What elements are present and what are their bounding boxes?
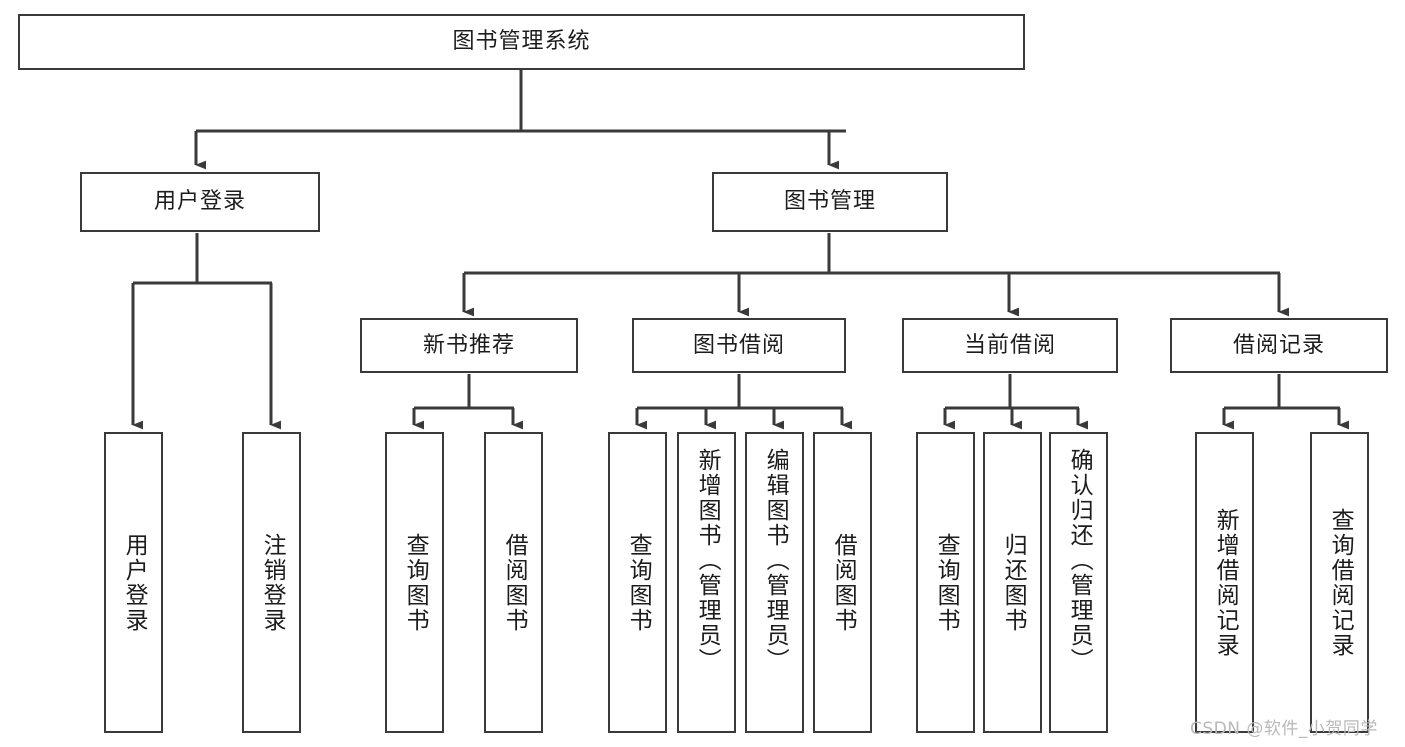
- leaf-book-borrow-edit-book-admin[interactable]: 编辑图书（管理员）: [745, 432, 804, 733]
- node-book-borrow[interactable]: 图书借阅: [632, 318, 846, 373]
- node-user-login[interactable]: 用户登录: [80, 172, 320, 232]
- leaf-user-login-login[interactable]: 用户登录: [104, 432, 163, 733]
- node-label: 当前借阅: [963, 332, 1056, 358]
- leaf-new-book-borrow-book[interactable]: 借阅图书: [484, 432, 543, 733]
- node-borrow-record[interactable]: 借阅记录: [1170, 318, 1388, 373]
- node-label: 新增图书（管理员）: [694, 448, 721, 673]
- leaf-book-borrow-borrow-book[interactable]: 借阅图书: [813, 432, 872, 733]
- node-label: 图书借阅: [692, 332, 785, 358]
- node-label: 查询借阅记录: [1327, 507, 1354, 658]
- leaf-user-login-logout[interactable]: 注销登录: [242, 432, 301, 733]
- node-current-borrow[interactable]: 当前借阅: [902, 318, 1118, 373]
- leaf-new-book-query-book[interactable]: 查询图书: [385, 432, 444, 733]
- node-label: 用户登录: [121, 532, 148, 633]
- node-label: 归还图书: [1000, 532, 1027, 633]
- leaf-current-borrow-return-book[interactable]: 归还图书: [983, 432, 1042, 733]
- node-label: 借阅记录: [1232, 332, 1325, 358]
- leaf-borrow-record-add-record[interactable]: 新增借阅记录: [1195, 432, 1254, 733]
- leaf-book-borrow-query-book[interactable]: 查询图书: [608, 432, 667, 733]
- node-label: 新增借阅记录: [1212, 507, 1239, 658]
- node-label: 查询图书: [402, 532, 429, 633]
- node-label: 用户登录: [153, 189, 246, 214]
- node-book-management[interactable]: 图书管理: [712, 172, 948, 232]
- leaf-current-borrow-query-book[interactable]: 查询图书: [916, 432, 975, 733]
- node-label: 图书管理系统: [452, 29, 591, 54]
- node-library-management-system[interactable]: 图书管理系统: [18, 14, 1025, 70]
- node-label: 借阅图书: [830, 532, 857, 633]
- node-label: 借阅图书: [501, 532, 528, 633]
- node-label: 确认归还（管理员）: [1066, 448, 1093, 673]
- leaf-current-borrow-confirm-return-admin[interactable]: 确认归还（管理员）: [1049, 432, 1108, 733]
- csdn-watermark: CSDN @软件_小贺同学: [1190, 719, 1378, 739]
- leaf-book-borrow-add-book-admin[interactable]: 新增图书（管理员）: [677, 432, 736, 733]
- node-label: 查询图书: [625, 532, 652, 633]
- node-label: 查询图书: [933, 532, 960, 633]
- node-label: 图书管理: [783, 189, 876, 214]
- node-label: 注销登录: [259, 532, 286, 633]
- node-label: 编辑图书（管理员）: [762, 448, 789, 673]
- node-new-book-recommend[interactable]: 新书推荐: [360, 318, 578, 373]
- leaf-borrow-record-query-record[interactable]: 查询借阅记录: [1310, 432, 1369, 733]
- node-label: 新书推荐: [422, 332, 515, 358]
